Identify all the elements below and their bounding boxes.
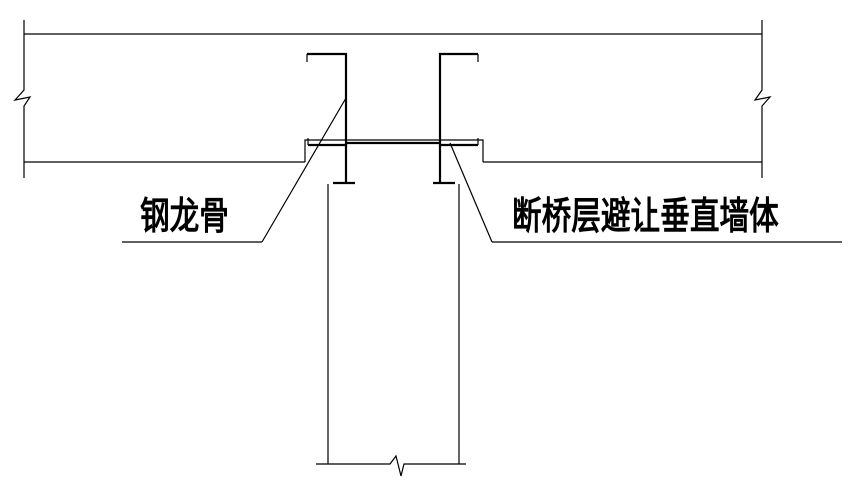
leader-thermal-break [449,142,842,243]
steel-keel-channels [306,52,479,185]
steel-keel-label: 钢龙骨 [140,194,229,238]
leader-steel-keel [122,97,347,243]
left-break-line [13,20,32,178]
right-break-line [753,20,772,178]
thermal-break-label: 断桥层避让垂直墙体 [512,194,779,238]
horizontal-slab [24,33,762,163]
vertical-wall [316,184,466,477]
